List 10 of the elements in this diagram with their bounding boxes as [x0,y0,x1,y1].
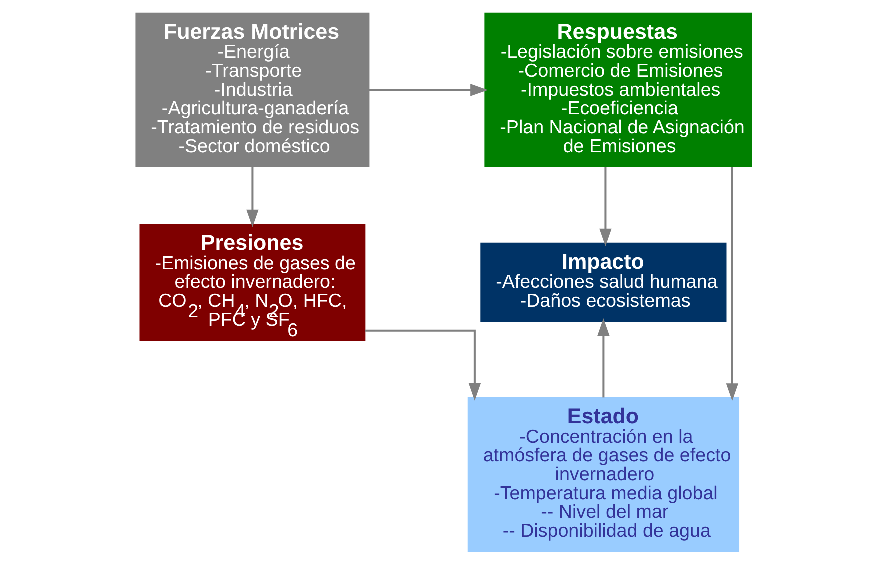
arrow [598,318,610,398]
arrow [365,330,482,401]
arrow [246,167,259,228]
arrow [369,84,488,96]
arrow [600,167,612,246]
node-box: Respuestas -Legislación sobre emisiones -Comercio de Emisiones -Impuestos ambientales -Ecoeficiencia -Plan Nacional de Asignación de Emisiones [484,12,752,168]
node-box: Estado -Concentración en la atmósfera de gases de efecto invernadero -Temperatura media global -- Nivel del mar -- Disponibilidad de agua [468,397,740,552]
node-box: Impacto -Afecciones salud humana -Daños ecosistemas [480,242,727,322]
arrow [726,167,739,402]
node-box: Fuerzas Motrices -Energía -Transporte -Industria -Agricultura-ganadería -Tratamiento de residuos -Sector doméstico [136,12,370,168]
